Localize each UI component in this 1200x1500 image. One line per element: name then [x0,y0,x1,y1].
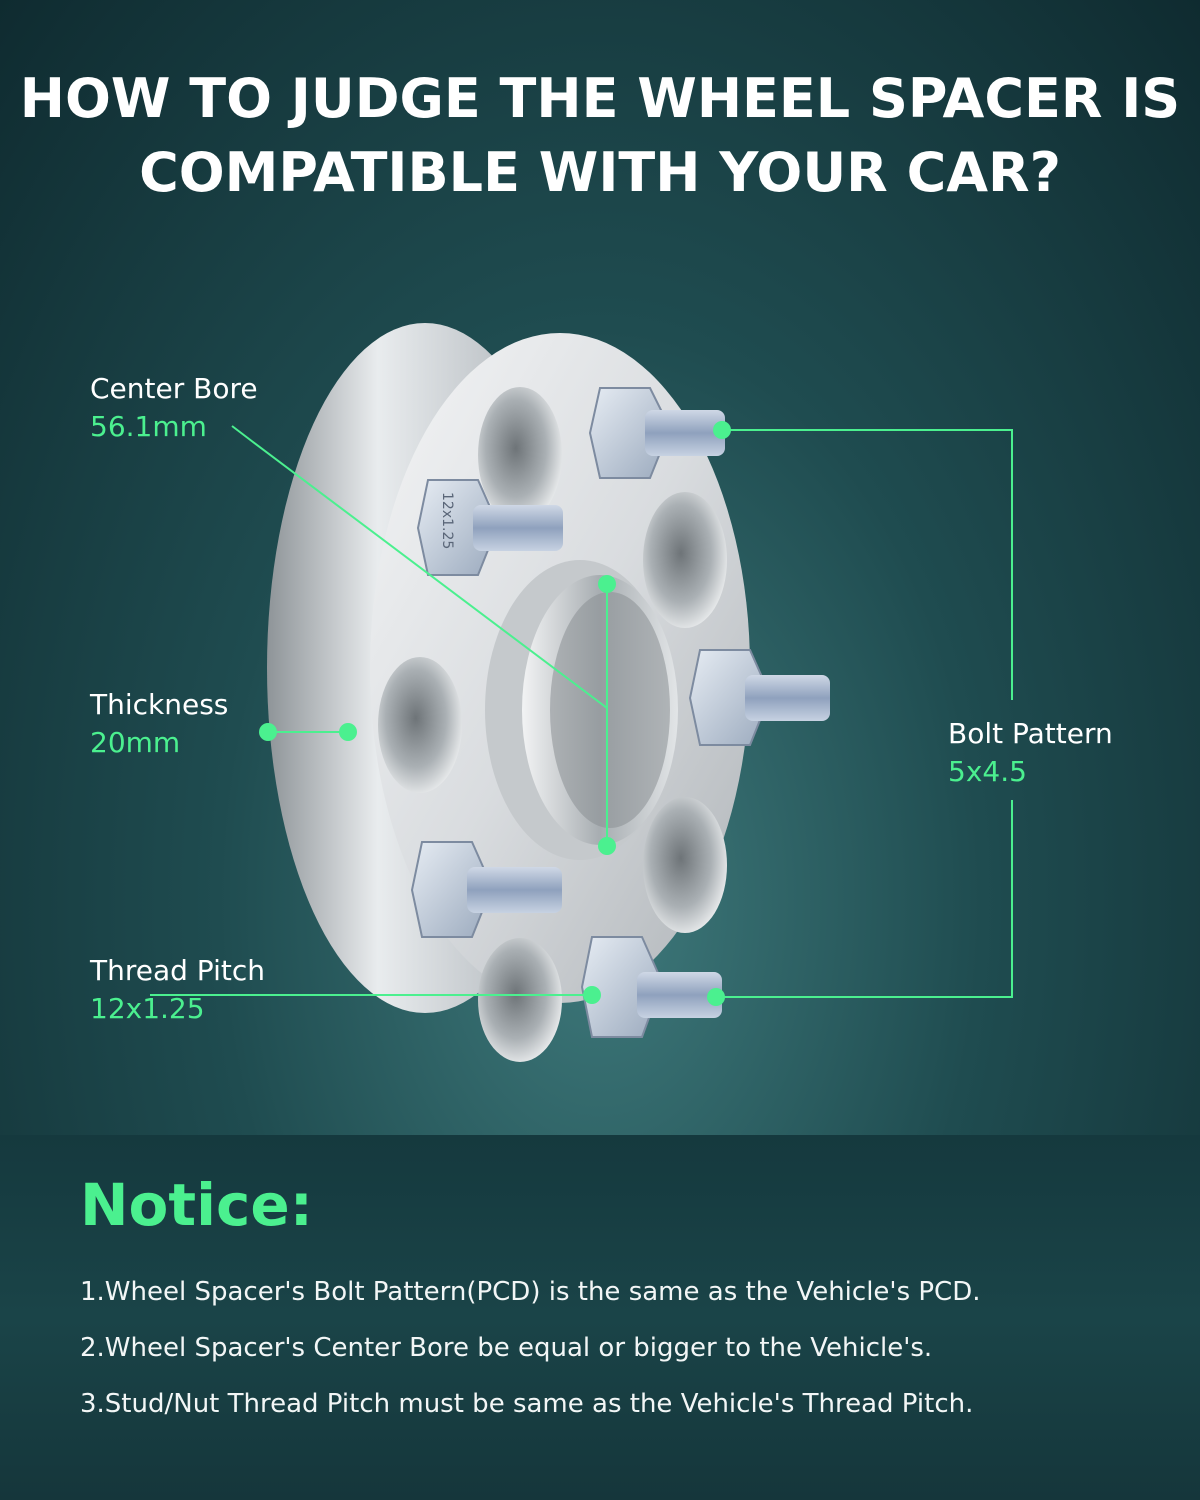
center-bore-name: Center Bore [90,372,258,405]
thread-pitch-label: Thread Pitch 12x1.25 [90,952,265,1028]
thickness-dot-right [339,723,357,741]
callout-lines [150,425,1013,998]
page-title: HOW TO JUDGE THE WHEEL SPACER IS COMPATI… [0,62,1200,210]
center-bore-leader [231,425,608,709]
bolt-hole [478,938,562,1062]
bolt-pattern-value: 5x4.5 [948,755,1027,788]
notice-list: 1.Wheel Spacer's Bolt Pattern(PCD) is th… [80,1275,981,1443]
wheel-spacer-diagram: 12x1.25 [150,323,1013,1062]
lug-nut [410,841,494,938]
callout-dots [259,421,731,1006]
thickness-name: Thickness [90,688,229,721]
wheel-stud [588,387,725,479]
thread-pitch-name: Thread Pitch [90,954,265,987]
thickness-value: 20mm [90,726,181,759]
wheel-stud: 12x1.25 [416,479,563,576]
notice-panel: Notice: 1.Wheel Spacer's Bolt Pattern(PC… [0,1135,1200,1500]
stud-thread [745,675,830,721]
notice-item: 3.Stud/Nut Thread Pitch must be same as … [80,1389,974,1419]
center-bore-label: Center Bore 56.1mm [90,370,258,446]
notice-item: 1.Wheel Spacer's Bolt Pattern(PCD) is th… [80,1277,981,1307]
stud-thread [645,410,725,456]
bolt-hole [378,657,462,793]
center-bore-dot-bottom [598,837,616,855]
wheel-stud [410,841,562,938]
thickness-label: Thickness 20mm [90,686,228,762]
notice-item: 2.Wheel Spacer's Center Bore be equal or… [80,1333,933,1363]
bolt-hole [643,492,727,628]
thread-pitch-value: 12x1.25 [90,992,205,1025]
wheel-stud [580,936,722,1038]
bolt-pattern-bracket-top [722,429,1013,700]
thread-pitch-dot [583,986,601,1004]
bolt-hole [643,797,727,933]
lug-nut [416,479,500,576]
bolt-pattern-name: Bolt Pattern [948,717,1113,750]
thickness-dot-left [259,723,277,741]
title-line-1: HOW TO JUDGE THE WHEEL SPACER IS [19,67,1181,130]
lug-nut [588,387,672,479]
center-bore-inner [550,592,670,828]
lug-nut [688,649,772,746]
bolt-pattern-dot-top [713,421,731,439]
bolt-pattern-bracket-bottom [716,800,1013,998]
title-line-2: COMPATIBLE WITH YOUR CAR? [139,141,1061,204]
notice-title: Notice: [80,1171,313,1239]
center-bore-dot-top [598,575,616,593]
center-bore-value: 56.1mm [90,410,207,443]
bolt-pattern-label: Bolt Pattern 5x4.5 [948,715,1113,791]
wheel-stud [688,649,830,746]
nut-marking: 12x1.25 [439,492,455,549]
bolt-pattern-dot-bottom [707,988,725,1006]
stud-thread [637,972,722,1018]
stud-thread [467,867,562,913]
wheel-spacer-body [267,323,750,1062]
stud-thread [473,505,563,551]
bolt-hole [478,387,562,523]
